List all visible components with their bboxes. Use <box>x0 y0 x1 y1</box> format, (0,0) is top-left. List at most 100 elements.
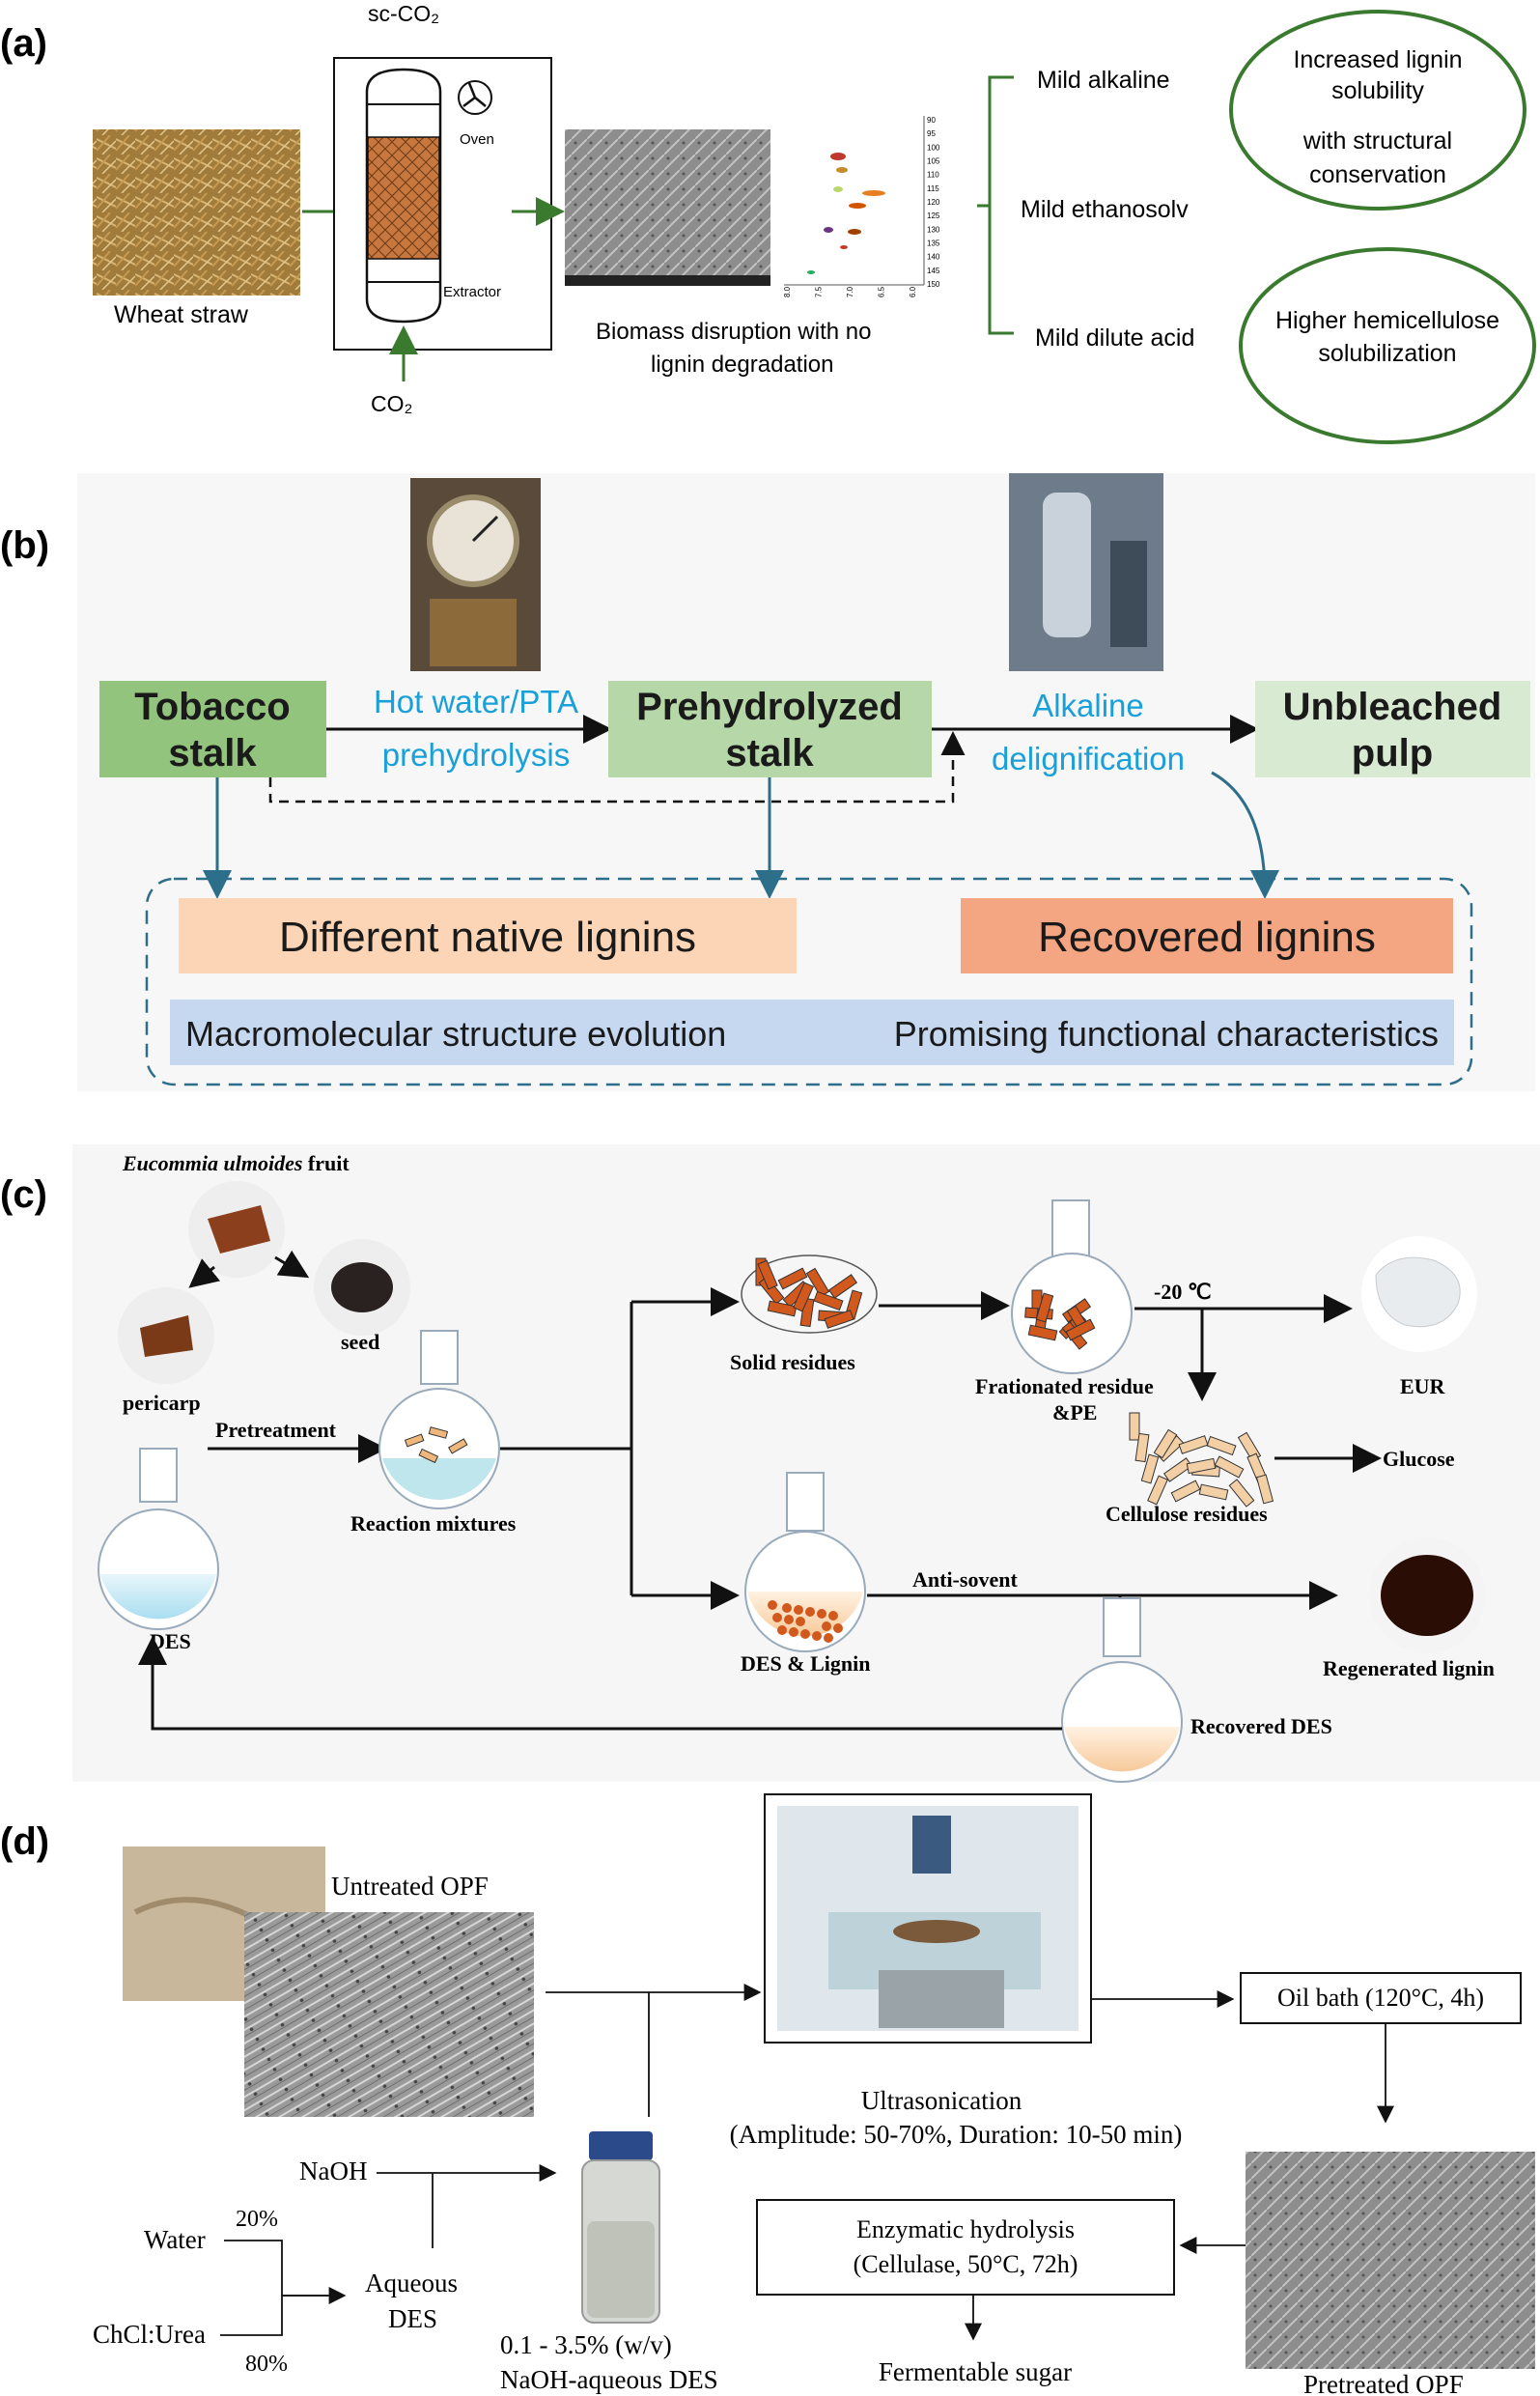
fiber-stick <box>1129 1412 1140 1441</box>
pretreated-label: Pretreated OPF <box>1303 2370 1464 2396</box>
pct20-label: 20% <box>236 2207 278 2232</box>
tobacco-line1: Tobacco <box>134 686 291 728</box>
lignin-particle <box>782 1603 792 1613</box>
panel-c-label: (c) <box>0 1173 47 1216</box>
pericarp-label: pericarp <box>123 1391 201 1415</box>
lignin-particle <box>824 1633 833 1643</box>
untreated-opf-sem <box>244 1912 534 2117</box>
nmr-ytick: 150 <box>927 280 940 289</box>
pretreatment-label: Pretreatment <box>215 1418 337 1442</box>
nmr-xtick: 7.5 <box>815 286 824 297</box>
lignin-particle <box>805 1607 815 1617</box>
bottle-line1: 0.1 - 3.5% (w/v) <box>500 2330 672 2359</box>
lignin-particle <box>772 1613 782 1622</box>
panel-a: (a) Wheat straw sc-CO₂ Oven Extractor CO… <box>0 1 1536 444</box>
result-ellipse-hemicellulose <box>1239 247 1536 444</box>
prehydrolyzed-line2: stalk <box>725 732 814 775</box>
nmr-ytick: 135 <box>927 240 940 248</box>
lignin-particle <box>768 1600 777 1610</box>
eucommia-italic: Eucommia ulmoides <box>122 1151 302 1175</box>
recovered-des-flask <box>1061 1597 1183 1783</box>
alkaline-line2: delignification <box>992 741 1185 776</box>
nmr-ytick: 130 <box>927 225 940 234</box>
lignin-particle <box>822 1621 831 1631</box>
reaction-flask <box>378 1330 500 1509</box>
enzymatic-line2: (Cellulase, 50°C, 72h) <box>854 2250 1078 2278</box>
prehydrolyzed-box <box>608 681 932 777</box>
bottle-line2: NaOH-aqueous DES <box>500 2365 718 2394</box>
oven-label: Oven <box>460 131 494 148</box>
lignin-particle <box>828 1611 838 1621</box>
fiber-stick <box>1186 1457 1217 1475</box>
seed-label: seed <box>341 1330 379 1354</box>
fiber-stick <box>1134 1432 1150 1463</box>
fiber-stick <box>1170 1480 1201 1503</box>
disruption-line1: Biomass disruption with no <box>596 319 871 345</box>
naoh-des-bottle <box>581 2131 660 2324</box>
solid-residues-label: Solid residues <box>730 1350 855 1374</box>
nmr-xtick: 6.5 <box>878 286 886 297</box>
enzymatic-box <box>756 2199 1175 2296</box>
fiber-stick <box>757 1259 778 1290</box>
aqueous-line1: Aqueous <box>365 2269 458 2297</box>
treatment-mild-dilute-acid: Mild dilute acid <box>1035 324 1194 352</box>
untreated-label: Untreated OPF <box>331 1872 489 1901</box>
fiber-stick <box>1178 1435 1209 1454</box>
nmr-ytick: 105 <box>927 157 940 166</box>
panel-b-label: (b) <box>0 524 49 567</box>
oil-bath-box <box>1240 1972 1522 2024</box>
des-lignin-label: DES & Lignin <box>741 1651 871 1676</box>
nmr-ytick: 110 <box>927 171 939 180</box>
fruit-word: fruit <box>302 1151 350 1175</box>
recovered-des-label: Recovered DES <box>1190 1714 1332 1738</box>
panel-b: (b) Tobacco stalk Hot water/PTA prehydro… <box>0 473 1535 1091</box>
hot-water-line1: Hot water/PTA <box>374 684 578 719</box>
nmr-xtick: 7.0 <box>846 286 854 297</box>
result1-line3: with structural <box>1302 127 1452 155</box>
result-ellipse-lignin <box>1229 10 1526 211</box>
nmr-xtick: 6.0 <box>909 286 917 297</box>
lignin-particle <box>817 1609 826 1619</box>
nmr-ytick: 115 <box>927 184 939 193</box>
fiber-stick <box>1255 1474 1274 1505</box>
nmr-xtick: 8.0 <box>783 286 792 297</box>
des-lignin-flask <box>744 1472 866 1652</box>
lignin-particle <box>812 1631 822 1641</box>
fiber-stick <box>1065 1318 1096 1341</box>
macromolecular-text: Macromolecular structure evolution <box>185 1014 726 1054</box>
fiber-stick <box>767 1300 798 1317</box>
fiber-stick <box>1147 1475 1168 1506</box>
frationated-flask <box>1011 1199 1133 1374</box>
tobacco-stalk-box <box>99 681 326 777</box>
frationated-line1: Frationated residue <box>975 1374 1154 1398</box>
treatment-mild-alkaline: Mild alkaline <box>1037 67 1170 94</box>
svg-text:Eucommia ulmoides fruit: Eucommia ulmoides fruit <box>122 1151 350 1175</box>
nmr-ytick: 125 <box>927 211 940 220</box>
glucose-label: Glucose <box>1383 1447 1455 1471</box>
fiber-stick <box>1140 1453 1160 1484</box>
nmr-ytick: 140 <box>927 253 940 262</box>
frationated-line2: &PE <box>1052 1400 1097 1424</box>
disruption-line2: lignin degradation <box>651 352 833 378</box>
eur-label: EUR <box>1400 1374 1446 1398</box>
panel-a-label: (a) <box>0 22 47 65</box>
nmr-ytick: 100 <box>927 143 940 152</box>
ultrasonication-label: Ultrasonication <box>861 2086 1022 2115</box>
lignin-particle <box>794 1605 803 1615</box>
properties-box <box>170 1000 1454 1065</box>
fiber-stick <box>1027 1324 1058 1341</box>
fiber-stick <box>1206 1435 1237 1456</box>
fiber-stick <box>777 1267 808 1290</box>
result1-line4: conservation <box>1309 161 1446 188</box>
pretreated-opf-sem <box>1246 2152 1535 2369</box>
lignin-particle <box>800 1629 810 1639</box>
des-flask <box>98 1448 219 1630</box>
extractor-label: Extractor <box>443 284 501 300</box>
fiber-stick <box>793 1282 814 1312</box>
pct80-label: 80% <box>245 2352 288 2377</box>
alkaline-line1: Alkaline <box>1032 688 1144 723</box>
dashed-recycle-path <box>268 731 966 803</box>
antisolvent-label: Anti-sovent <box>912 1567 1018 1592</box>
recovered-lignins-box <box>961 898 1453 973</box>
